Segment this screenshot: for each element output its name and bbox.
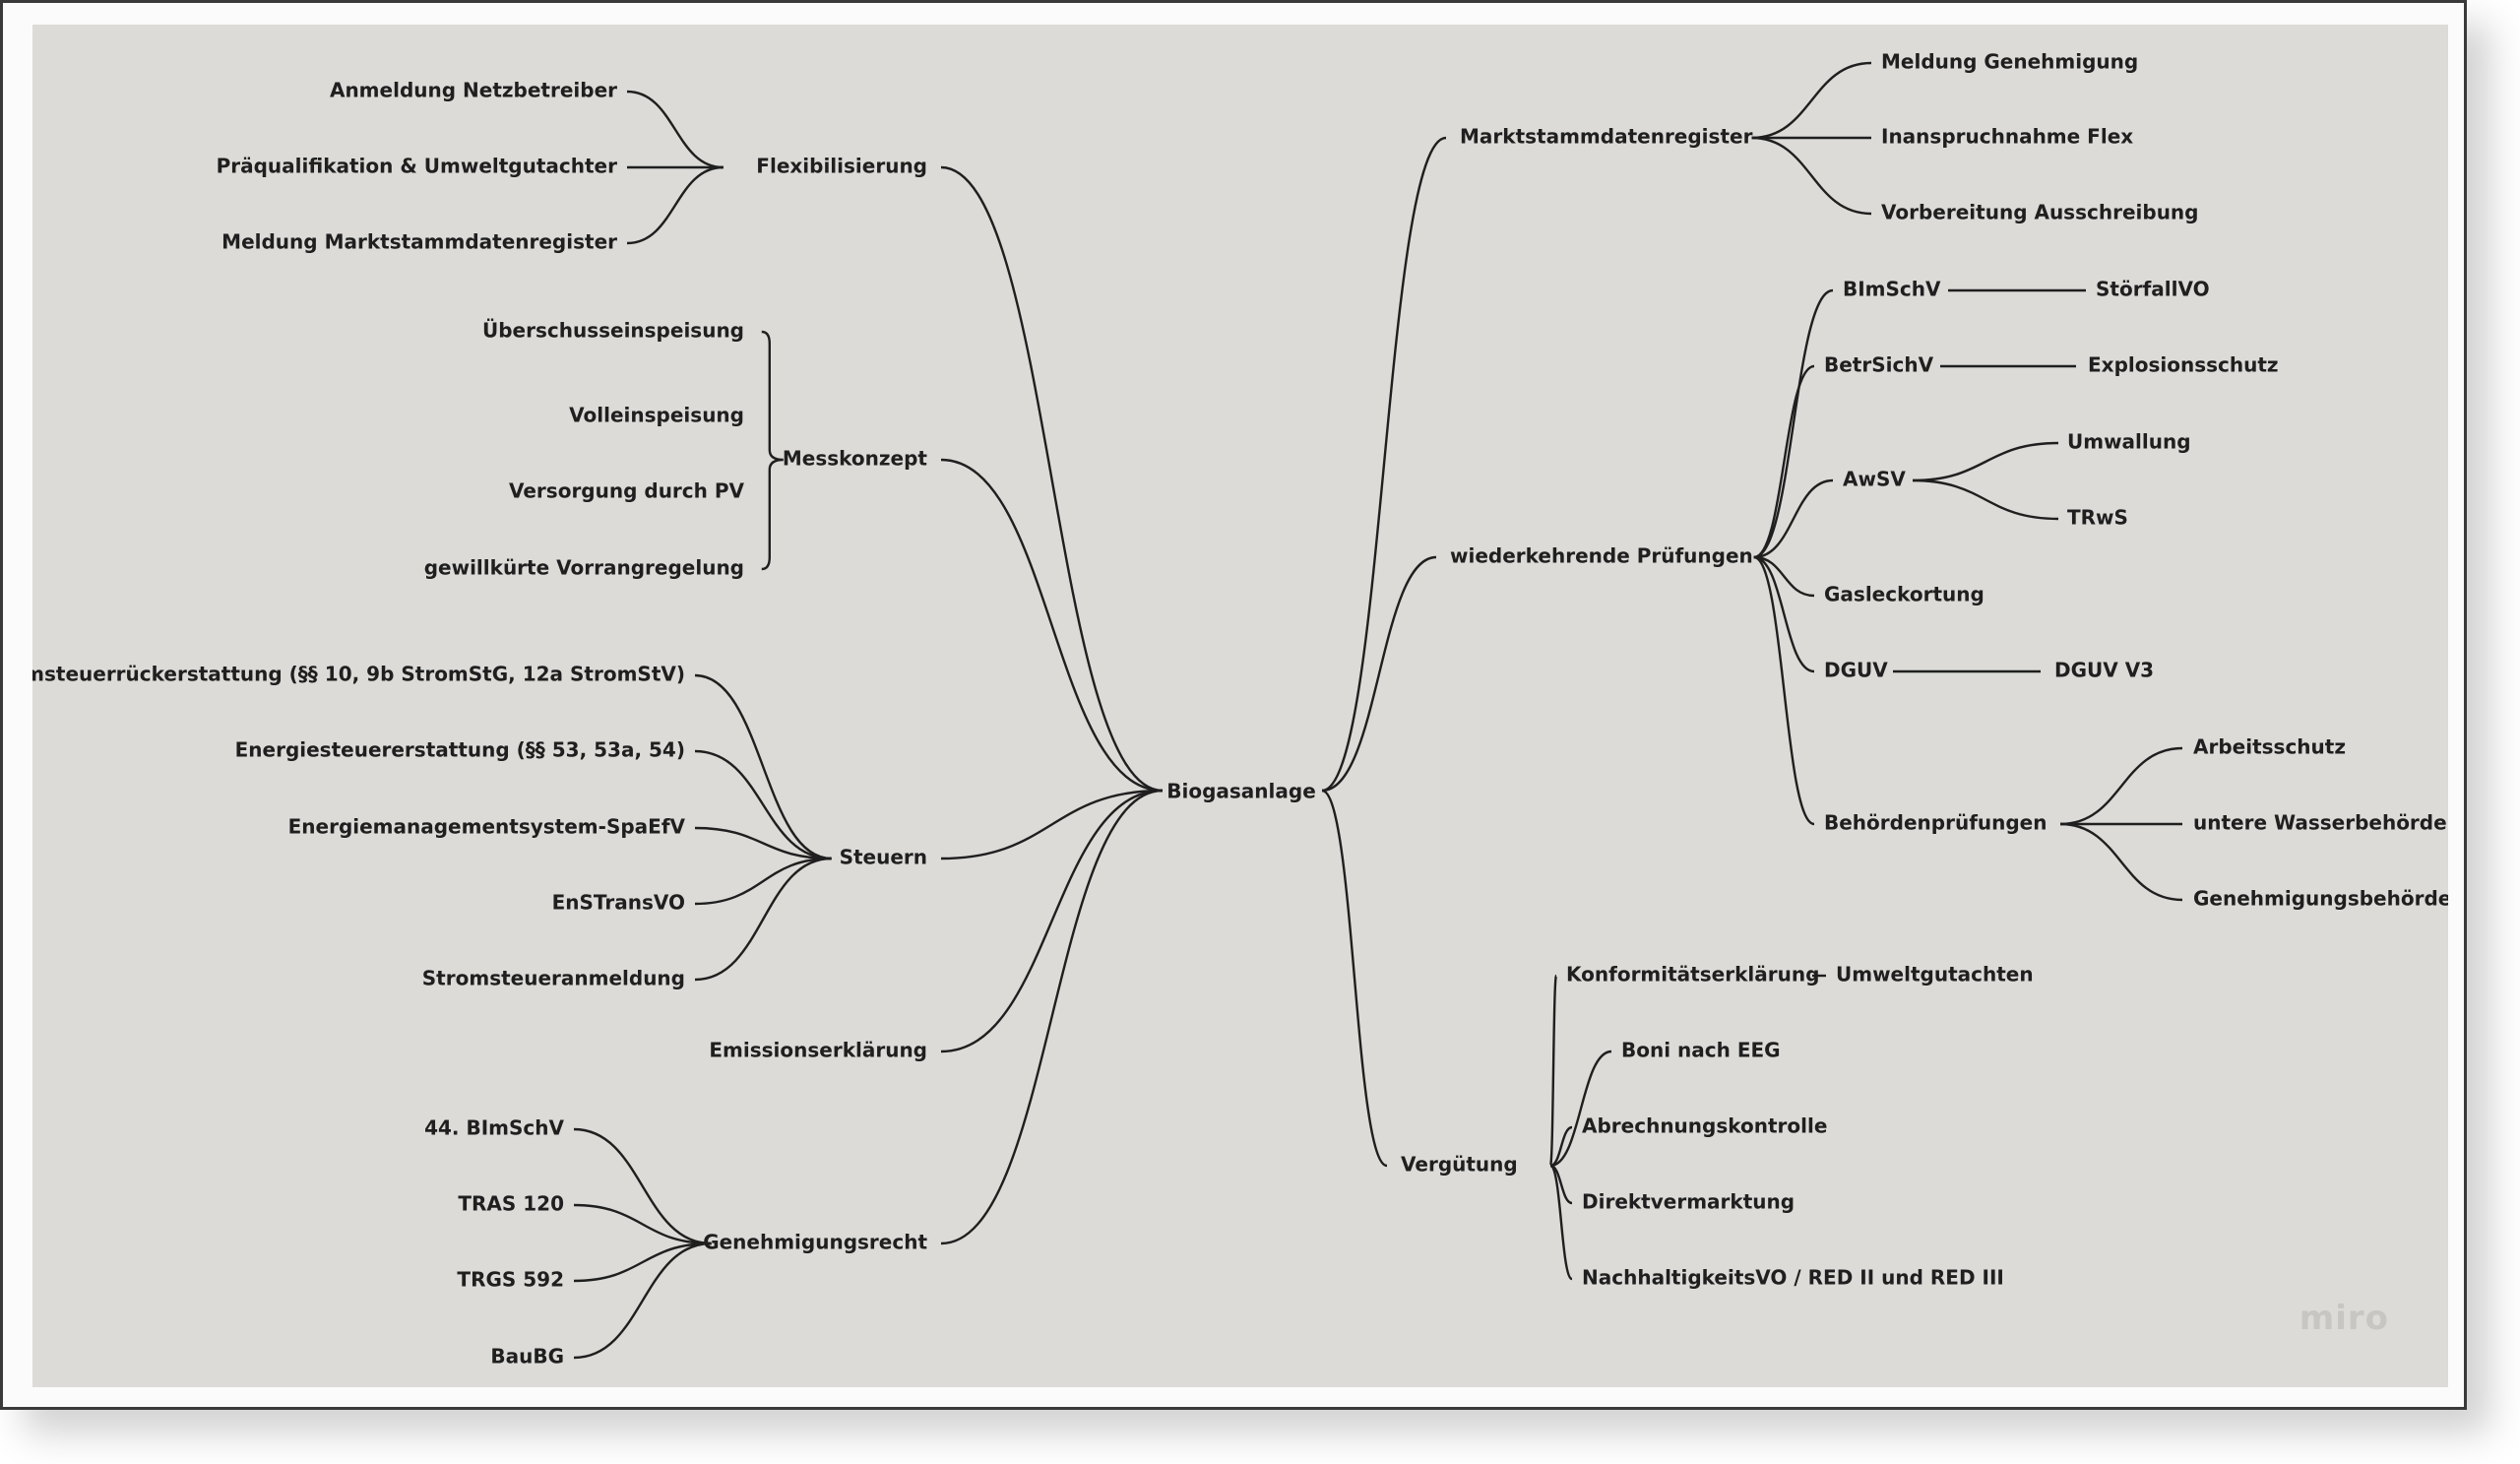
connector — [1321, 789, 1388, 1168]
connector — [573, 1127, 712, 1245]
node-stoerfallvo[interactable]: StörfallVO — [2096, 278, 2210, 301]
node-genehmigungsrecht[interactable]: Genehmigungsrecht — [703, 1231, 927, 1254]
miro-watermark: miro — [2299, 1299, 2389, 1338]
node-vorbereitung-ausschreibung[interactable]: Vorbereitung Ausschreibung — [1881, 201, 2198, 224]
node-direktvermarktung[interactable]: Direktvermarktung — [1582, 1190, 1795, 1214]
node-wiederkehrende-pruefungen[interactable]: wiederkehrende Prüfungen — [1450, 544, 1753, 568]
connector — [626, 90, 724, 169]
node-praequalifikation-umweltgutachter[interactable]: Präqualifikation & Umweltgutachter — [217, 155, 618, 178]
connector — [940, 789, 1164, 1245]
connector — [1912, 478, 2059, 521]
node-umwallung[interactable]: Umwallung — [2067, 430, 2191, 454]
node-tras-120[interactable]: TRAS 120 — [458, 1192, 564, 1216]
screenshot-frame: Biogasanlage Flexibilisierung Anmeldung Ne… — [0, 0, 2467, 1410]
node-meldung-marktstammdatenregister[interactable]: Meldung Marktstammdatenregister — [221, 230, 617, 254]
node-ueberschusseinspeisung[interactable]: Überschusseinspeisung — [482, 319, 744, 343]
connector — [1751, 61, 1872, 140]
node-versorgung-durch-pv[interactable]: Versorgung durch PV — [509, 479, 745, 503]
node-untere-wasserbehoerde[interactable]: untere Wasserbehörde — [2193, 811, 2447, 835]
node-44-bimschv[interactable]: 44. BImSchV — [424, 1116, 564, 1140]
node-verguetung[interactable]: Vergütung — [1401, 1153, 1518, 1177]
node-genehmigungsbehoerde[interactable]: Genehmigungsbehörde — [2193, 887, 2448, 911]
node-stromsteuerrueckerstattung-10-9b-stromstg-12a-stromstv[interactable]: Stromsteuerrückerstattung (§§ 10, 9b Str… — [32, 663, 685, 686]
node-gasleckortung[interactable]: Gasleckortung — [1824, 583, 1984, 606]
node-arbeitsschutz[interactable]: Arbeitsschutz — [2193, 735, 2346, 759]
connector — [1321, 136, 1447, 793]
connector — [1549, 1125, 1573, 1168]
connector — [2059, 746, 2183, 826]
node-boni-nach-eeg[interactable]: Boni nach EEG — [1621, 1039, 1781, 1062]
node-meldung-genehmigung[interactable]: Meldung Genehmigung — [1881, 50, 2138, 74]
node-marktstammdatenregister[interactable]: Marktstammdatenregister — [1460, 125, 1753, 149]
connector — [1548, 974, 1558, 1168]
node-behoerdenpruefungen[interactable]: Behördenprüfungen — [1824, 811, 2047, 835]
connector — [2059, 822, 2183, 902]
node-betrsichv[interactable]: BetrSichV — [1824, 353, 1934, 377]
connector — [1753, 555, 1815, 826]
mindmap-board[interactable]: Biogasanlage Flexibilisierung Anmeldung Ne… — [32, 25, 2448, 1387]
connector — [1753, 288, 1834, 559]
brace-connector — [761, 330, 784, 571]
node-gewillkuerte-vorrangregelung[interactable]: gewillkürte Vorrangregelung — [424, 556, 744, 580]
connector — [1548, 1164, 1574, 1281]
node-energiesteuererstattung-53-53a-54[interactable]: Energiesteuererstattung (§§ 53, 53a, 54) — [235, 738, 685, 762]
node-nachhaltigkeitsvo-red-ii-und-red-iii[interactable]: NachhaltigkeitsVO / RED II und RED III — [1582, 1266, 2004, 1290]
node-umweltgutachten[interactable]: Umweltgutachten — [1836, 963, 2034, 987]
connector — [1751, 136, 1872, 216]
node-abrechnungskontrolle[interactable]: Abrechnungskontrolle — [1582, 1114, 1827, 1138]
connector — [1753, 364, 1815, 559]
node-awsv[interactable]: AwSV — [1843, 468, 1906, 491]
node-dguv[interactable]: DGUV — [1824, 659, 1888, 682]
connector-lines — [573, 61, 2183, 1360]
node-labels: Biogasanlage Flexibilisierung Anmeldung Ne… — [32, 50, 2448, 1369]
node-konformitaetserklaerung[interactable]: Konformitätserklärung — [1566, 963, 1819, 987]
connector — [694, 857, 832, 906]
connector — [1321, 555, 1437, 793]
node-emissionserklaerung[interactable]: Emissionserklärung — [709, 1039, 927, 1062]
connector — [626, 165, 724, 245]
connector — [694, 673, 832, 860]
connector — [694, 749, 832, 860]
connector — [573, 1203, 712, 1245]
connector — [940, 458, 1164, 793]
node-dguv-v3[interactable]: DGUV V3 — [2054, 659, 2154, 682]
node-baubg[interactable]: BauBG — [490, 1345, 564, 1369]
node-messkonzept[interactable]: Messkonzept — [783, 447, 928, 471]
node-trws[interactable]: TRwS — [2067, 506, 2128, 530]
connector — [573, 1241, 712, 1360]
node-enstransvo[interactable]: EnSTransVO — [552, 891, 685, 915]
node-trgs-592[interactable]: TRGS 592 — [457, 1268, 564, 1292]
connector — [940, 789, 1164, 860]
connector — [1912, 441, 2059, 482]
node-explosionsschutz[interactable]: Explosionsschutz — [2088, 353, 2279, 377]
node-volleinspeisung[interactable]: Volleinspeisung — [569, 404, 744, 427]
node-inanspruchnahme-flex[interactable]: Inanspruchnahme Flex — [1881, 125, 2133, 149]
node-biogasanlage[interactable]: Biogasanlage — [1166, 780, 1316, 803]
connector — [1753, 555, 1815, 598]
connector — [694, 857, 832, 982]
mindmap-canvas: Biogasanlage Flexibilisierung Anmeldung Ne… — [32, 50, 2448, 1369]
connector — [694, 826, 832, 860]
connector — [1549, 1050, 1612, 1168]
node-flexibilisierung[interactable]: Flexibilisierung — [756, 155, 927, 178]
connector — [1753, 555, 1815, 673]
node-stromsteueranmeldung[interactable]: Stromsteueranmeldung — [422, 967, 685, 990]
node-anmeldung-netzbetreiber[interactable]: Anmeldung Netzbetreiber — [330, 79, 617, 102]
node-energiemanagementsystem-spaefv[interactable]: Energiemanagementsystem-SpaEfV — [288, 815, 686, 839]
connector — [940, 165, 1164, 793]
connector — [1753, 478, 1834, 559]
node-bimschv[interactable]: BImSchV — [1843, 278, 1941, 301]
connector — [573, 1241, 712, 1283]
connector — [940, 789, 1164, 1053]
node-steuern[interactable]: Steuern — [840, 846, 927, 869]
